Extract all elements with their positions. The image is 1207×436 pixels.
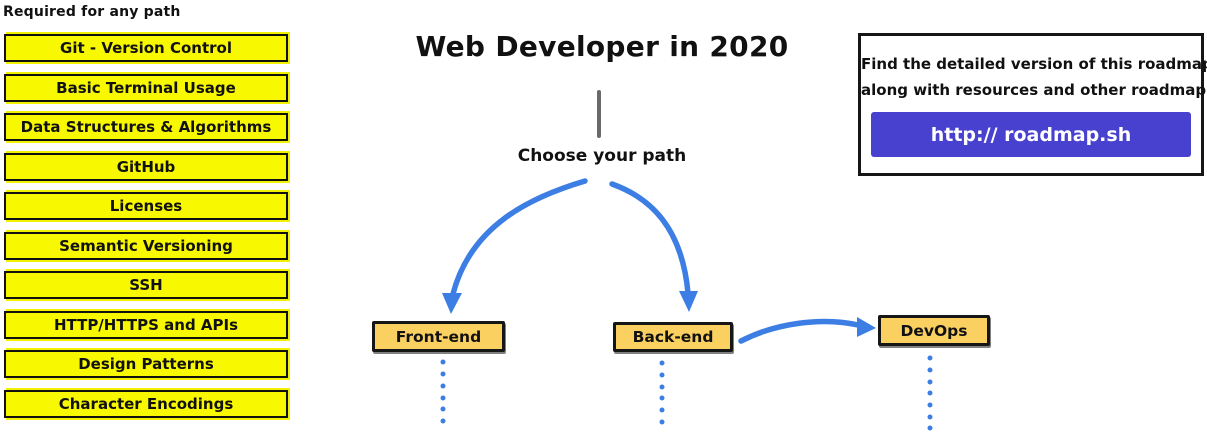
topic-label: GitHub	[116, 157, 176, 176]
topic-box-licenses[interactable]: Licenses	[4, 192, 288, 220]
path-node-label: Front-end	[395, 327, 482, 346]
path-node-front-end[interactable]: Front-end	[372, 321, 505, 352]
info-text-line-1: Find the detailed version of this roadma…	[861, 55, 1207, 73]
topic-label: Character Encodings	[58, 394, 234, 413]
topic-label: Basic Terminal Usage	[56, 78, 236, 97]
arrow-to-front-end-icon	[442, 178, 588, 314]
topic-box-github[interactable]: GitHub	[4, 152, 288, 181]
path-node-devops[interactable]: DevOps	[878, 315, 990, 346]
topic-label: Semantic Versioning	[59, 236, 233, 255]
roadmap-info-box: Find the detailed version of this roadma…	[858, 33, 1207, 176]
topic-box-http[interactable]: HTTP/HTTPS and APIs	[4, 310, 288, 339]
info-text-line-2: along with resources and other roadmaps	[861, 81, 1207, 99]
arrow-to-back-end-icon	[609, 181, 698, 312]
choose-path-label: Choose your path	[517, 146, 687, 166]
topic-box-dsa[interactable]: Data Structures & Algorithms	[4, 113, 288, 141]
connector-line	[597, 90, 601, 138]
required-path-header: Required for any path	[3, 4, 181, 20]
required-topics-list: Git - Version Control Basic Terminal Usa…	[4, 34, 288, 418]
topic-label: Git - Version Control	[60, 39, 232, 57]
roadmap-url-button[interactable]: http:// roadmap.sh	[871, 112, 1191, 157]
topic-label: SSH	[129, 276, 163, 294]
topic-label: HTTP/HTTPS and APIs	[53, 315, 239, 334]
topic-box-char-encodings[interactable]: Character Encodings	[4, 389, 288, 418]
dotted-continuation-back-end-icon	[659, 360, 665, 425]
topic-box-design-patterns[interactable]: Design Patterns	[4, 350, 288, 378]
dotted-continuation-front-end-icon	[440, 359, 446, 424]
path-node-label: Back-end	[632, 328, 714, 346]
topic-box-terminal[interactable]: Basic Terminal Usage	[4, 73, 288, 102]
topic-label: Data Structures & Algorithms	[20, 118, 272, 136]
arrow-to-devops-icon	[738, 317, 876, 344]
topic-box-git[interactable]: Git - Version Control	[4, 34, 288, 62]
topic-label: Design Patterns	[78, 355, 214, 373]
page-title: Web Developer in 2020	[415, 30, 789, 63]
dotted-continuation-devops-icon	[927, 355, 933, 431]
path-node-back-end[interactable]: Back-end	[613, 322, 733, 352]
topic-box-semver[interactable]: Semantic Versioning	[4, 231, 288, 260]
topic-box-ssh[interactable]: SSH	[4, 271, 288, 299]
topic-label: Licenses	[109, 197, 183, 215]
path-node-label: DevOps	[900, 321, 968, 340]
